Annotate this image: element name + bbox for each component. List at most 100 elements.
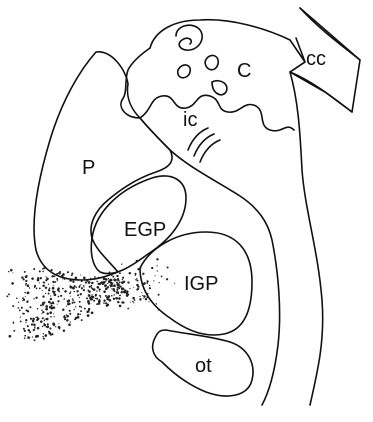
stipple-dot [8, 293, 10, 295]
label-putamen: P [82, 157, 95, 179]
stipple-dot [143, 282, 146, 285]
stipple-dot [36, 335, 39, 338]
stipple-dot [49, 307, 51, 309]
stipple-dot [103, 277, 105, 279]
stipple-dot [134, 273, 136, 275]
stipple-dot [34, 287, 35, 288]
stipple-dot [39, 270, 41, 272]
stipple-dot [64, 315, 66, 317]
stipple-dot [24, 271, 26, 273]
stipple-dot [136, 278, 137, 279]
stipple-dot [117, 287, 119, 289]
stipple-dot [156, 265, 157, 266]
stipple-dot [64, 278, 66, 280]
stipple-dot [81, 307, 82, 308]
stipple-dot [65, 317, 66, 318]
stipple-dot [50, 302, 51, 303]
stipple-dot [119, 305, 122, 308]
stipple-dot [18, 302, 19, 303]
stipple-dot [117, 293, 119, 295]
stipple-dot [45, 287, 47, 289]
stipple-dot [75, 317, 78, 320]
stipple-dot [66, 277, 67, 278]
stipple-dot [141, 292, 142, 293]
stipple-dot [83, 277, 86, 280]
stipple-dot [42, 311, 44, 313]
stipple-dot [29, 331, 31, 333]
stipple-dot [158, 310, 159, 311]
stipple-dot [58, 296, 60, 298]
stipple-dot [127, 308, 129, 310]
stipple-dot [153, 280, 154, 281]
stipple-dot [72, 298, 74, 300]
label-egp: EGP [124, 219, 166, 241]
stipple-dot [53, 324, 56, 327]
stipple-dot [53, 303, 54, 304]
stipple-dot [57, 287, 60, 290]
stipple-dot [142, 284, 143, 285]
stipple-dot [147, 293, 149, 295]
stipple-dot [117, 290, 118, 291]
stipple-dot [32, 320, 35, 323]
stipple-dot [24, 337, 26, 339]
stipple-dot [113, 284, 116, 287]
stipple-dot [52, 281, 54, 283]
stipple-dot [27, 284, 30, 287]
stipple-dot [39, 282, 40, 283]
stipple-dot [59, 328, 60, 329]
stipple-dot [43, 338, 45, 340]
stipple-dot [45, 293, 46, 294]
stipple-dot [68, 303, 71, 306]
stipple-dot [39, 288, 41, 290]
stipple-dot [72, 300, 74, 302]
stipple-dot [69, 285, 71, 287]
stipple-dot [121, 288, 123, 290]
stipple-dot [127, 294, 129, 296]
stipple-dot [78, 286, 80, 288]
stipple-dot [136, 260, 138, 262]
stipple-dot [114, 290, 115, 291]
stipple-dot [71, 274, 73, 276]
stipple-dot [70, 291, 71, 292]
stipple-dot [117, 278, 119, 280]
label-optic-tract: ot [195, 355, 212, 377]
stipple-dot [55, 326, 56, 327]
stipple-dot [66, 306, 67, 307]
stipple-dot [97, 303, 99, 305]
stipple-dot [45, 276, 46, 277]
stipple-dot [37, 308, 39, 310]
stipple-dot [122, 291, 124, 293]
stipple-dot [121, 301, 123, 303]
stipple-dot [70, 287, 71, 288]
stipple-dot [42, 285, 45, 288]
stipple-dot [98, 277, 100, 279]
stipple-dot [24, 313, 25, 314]
stipple-dot [44, 334, 47, 337]
stipple-dot [77, 294, 79, 296]
stipple-dot [29, 306, 31, 308]
stipple-dot [74, 309, 75, 310]
stipple-dot [25, 322, 26, 323]
stipple-dot [46, 312, 48, 314]
label-caudate: C [237, 60, 251, 82]
stipple-dot [33, 329, 35, 331]
stipple-dot [86, 297, 88, 299]
stipple-dot [44, 318, 45, 319]
stipple-dot [6, 295, 8, 297]
stipple-dot [31, 277, 34, 280]
label-internal-capsule: ic [183, 109, 197, 131]
stipple-dot [52, 287, 55, 290]
stipple-dot [98, 299, 100, 301]
stipple-dot [130, 302, 131, 303]
stipple-dot [91, 282, 93, 284]
stipple-dot [89, 286, 91, 288]
stipple-dot [119, 282, 121, 284]
stipple-dot [24, 292, 26, 294]
stipple-dot [146, 296, 148, 298]
caudate-region [121, 20, 323, 405]
stipple-dot [46, 318, 49, 321]
stipple-dot [167, 266, 169, 268]
stipple-dot [48, 293, 50, 295]
stipple-dot [93, 288, 95, 290]
